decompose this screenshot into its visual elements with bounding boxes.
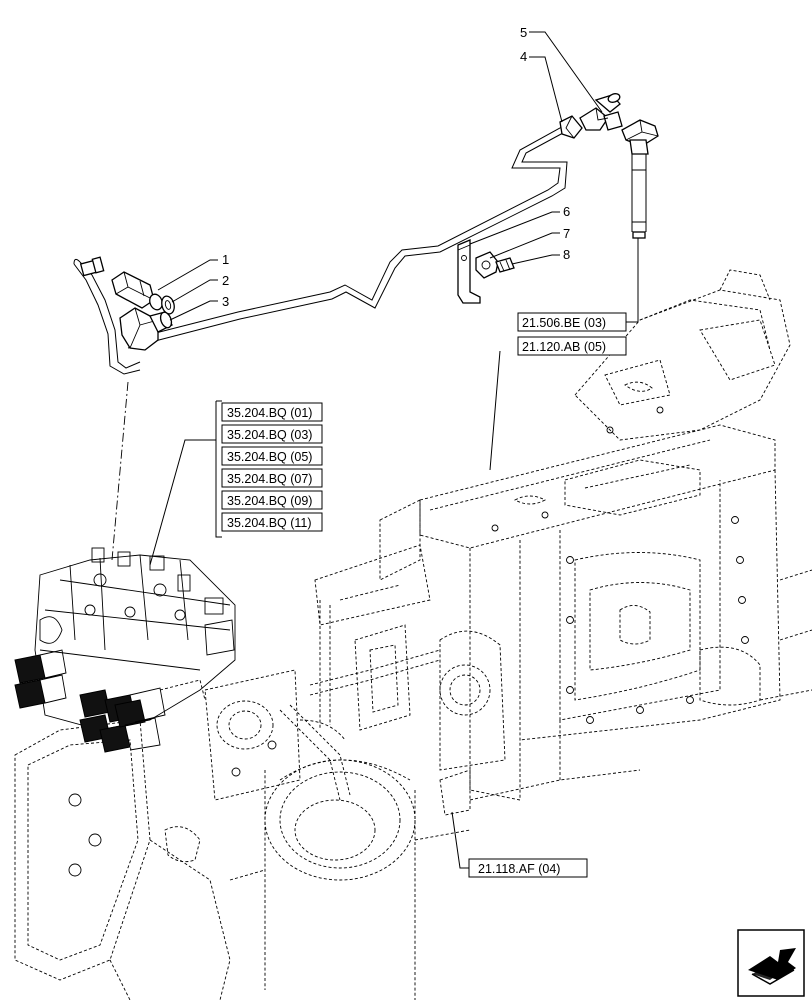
control-valve-block xyxy=(14,547,236,753)
callout-2: 2 xyxy=(222,273,229,288)
callout-leaders xyxy=(149,31,639,869)
ref-21-120-label: 21.120.AB (05) xyxy=(522,340,606,354)
reference-box-21-120[interactable]: 21.120.AB (05) xyxy=(517,336,627,356)
callout-3: 3 xyxy=(222,294,229,309)
group-ref-3-label: 35.204.BQ (05) xyxy=(227,450,312,464)
group-ref-4[interactable]: 35.204.BQ (07) xyxy=(221,468,323,488)
group-ref-2[interactable]: 35.204.BQ (03) xyxy=(221,424,323,444)
group-ref-5-label: 35.204.BQ (09) xyxy=(227,494,312,508)
hydraulic-pipe-assembly xyxy=(73,93,659,561)
part-8-bolt xyxy=(495,257,515,273)
next-page-arrow-icon[interactable] xyxy=(737,929,805,997)
quick-coupler-group-center xyxy=(79,687,166,753)
group-ref-2-label: 35.204.BQ (03) xyxy=(227,428,312,442)
group-ref-4-label: 35.204.BQ (07) xyxy=(227,472,312,486)
callout-5: 5 xyxy=(520,25,527,40)
callout-4: 4 xyxy=(520,49,527,64)
part-3-elbow xyxy=(119,307,173,351)
ref-21-118-label: 21.118.AF (04) xyxy=(478,862,560,876)
part-7-clamp xyxy=(475,251,499,279)
group-ref-1[interactable]: 35.204.BQ (01) xyxy=(221,402,323,422)
callout-6: 6 xyxy=(563,204,570,219)
fitting-1-nut xyxy=(79,256,105,277)
group-ref-1-label: 35.204.BQ (01) xyxy=(227,406,312,420)
bracket-assembly xyxy=(457,239,515,304)
reference-box-21-506[interactable]: 21.506.BE (03) xyxy=(517,312,627,332)
callout-7: 7 xyxy=(563,226,570,241)
part-2-o-ring xyxy=(161,295,175,315)
part-5-tee xyxy=(579,93,623,131)
quick-coupler-group-left xyxy=(14,649,67,709)
group-ref-5[interactable]: 35.204.BQ (09) xyxy=(221,490,323,510)
group-ref-6[interactable]: 35.204.BQ (11) xyxy=(221,512,323,532)
reference-box-21-118[interactable]: 21.118.AF (04) xyxy=(468,858,588,878)
group-reference-stack: 35.204.BQ (01) 35.204.BQ (03) 35.204.BQ … xyxy=(215,400,323,538)
callout-8: 8 xyxy=(563,247,570,262)
part-1-union xyxy=(111,271,163,311)
transmission-housing-outline xyxy=(14,269,812,1000)
group-ref-6-label: 35.204.BQ (11) xyxy=(227,516,312,530)
ref-21-506-label: 21.506.BE (03) xyxy=(522,316,606,330)
part-4-pipe-nut xyxy=(559,115,583,139)
callout-1: 1 xyxy=(222,252,229,267)
callout-numbers: 1 2 3 4 5 6 7 8 xyxy=(222,25,570,309)
group-ref-3[interactable]: 35.204.BQ (05) xyxy=(221,446,323,466)
tee-with-hose xyxy=(621,119,659,239)
